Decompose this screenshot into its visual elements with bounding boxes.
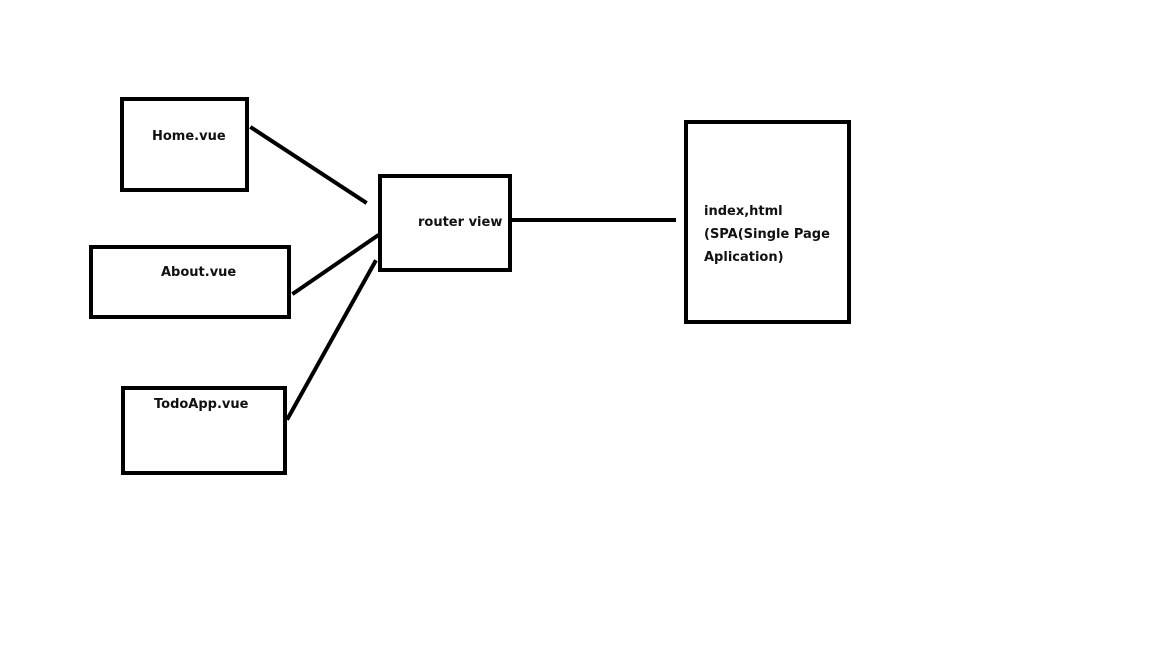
edge-home-to-router: [249, 125, 368, 205]
edge-todo-to-router: [285, 259, 378, 421]
router-view-node: [378, 174, 512, 272]
about-vue-node: [89, 245, 291, 319]
index-html-line-1: index,html: [704, 204, 783, 219]
about-vue-label: About.vue: [161, 265, 237, 280]
todoapp-vue-node: [121, 386, 287, 475]
home-vue-label: Home.vue: [152, 129, 226, 144]
home-vue-node: [120, 97, 249, 192]
index-html-label: index,html (SPA(Single Page Aplication): [704, 200, 830, 269]
router-view-label: router view: [418, 215, 503, 230]
index-html-line-2: (SPA(Single Page: [704, 227, 830, 242]
index-html-line-3: Aplication): [704, 250, 784, 265]
edge-about-to-router: [291, 233, 380, 296]
index-html-node: [684, 120, 851, 324]
todoapp-vue-label: TodoApp.vue: [154, 397, 249, 412]
